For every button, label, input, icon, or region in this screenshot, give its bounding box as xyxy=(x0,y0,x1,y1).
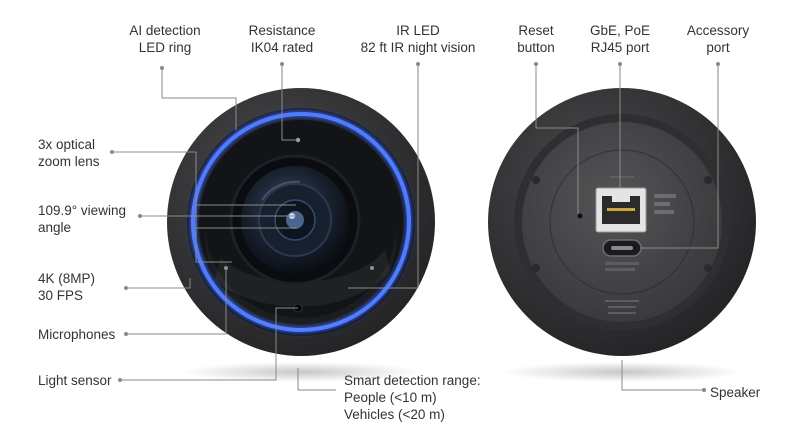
label-line: port xyxy=(706,40,730,55)
label-resolution: 4K (8MP) 30 FPS xyxy=(38,270,95,304)
mic-dot-right xyxy=(370,266,374,270)
label-line: People (<10 m) xyxy=(344,390,437,405)
label-line: AI detection xyxy=(129,23,201,38)
label-line: Smart detection range: xyxy=(344,373,481,388)
label-resistance: Resistance IK04 rated xyxy=(232,22,332,56)
label-ir-led: IR LED 82 ft IR night vision xyxy=(342,22,494,56)
usb-c-port xyxy=(602,239,642,257)
label-speaker: Speaker xyxy=(710,385,761,400)
label-line: 4K (8MP) xyxy=(38,271,96,286)
label-line: 3x optical xyxy=(38,137,96,152)
label-line: 109.9° viewing xyxy=(38,203,126,218)
label-line: 82 ft IR night vision xyxy=(360,40,476,55)
label-line: IK04 rated xyxy=(250,40,314,55)
leader-lines xyxy=(112,64,719,391)
label-line: LED ring xyxy=(138,40,192,55)
label-gbe-poe: GbE, PoE RJ45 port xyxy=(576,22,664,56)
label-line: 30 FPS xyxy=(38,288,84,303)
label-line: Accessory xyxy=(686,23,750,38)
label-line: GbE, PoE xyxy=(589,23,651,38)
front-shadow xyxy=(181,362,421,382)
label-line: IR LED xyxy=(396,23,440,38)
label-smart-detection: Smart detection range: People (<10 m) Ve… xyxy=(344,372,481,423)
label-viewing-angle: 109.9° viewing angle xyxy=(38,202,126,236)
reset-button-hole xyxy=(577,213,583,219)
label-line: angle xyxy=(38,220,72,235)
leader-endpoints xyxy=(110,62,720,392)
led-ring xyxy=(191,112,411,332)
label-line: zoom lens xyxy=(38,154,100,169)
label-accessory-port: Accessory port xyxy=(676,22,760,56)
label-reset-button: Reset button xyxy=(502,22,570,56)
rj45-port xyxy=(595,187,647,233)
camera-back-view xyxy=(488,88,756,356)
label-line: Reset xyxy=(518,23,554,38)
label-ai-detection: AI detection LED ring xyxy=(110,22,220,56)
label-line: Resistance xyxy=(248,23,316,38)
label-line: button xyxy=(517,40,555,55)
camera-front-view xyxy=(167,88,435,356)
label-microphones: Microphones xyxy=(38,327,116,342)
label-optical-zoom: 3x optical zoom lens xyxy=(38,136,100,170)
label-line: Vehicles (<20 m) xyxy=(344,407,445,422)
label-light-sensor: Light sensor xyxy=(38,373,112,388)
label-line: RJ45 port xyxy=(590,40,650,55)
